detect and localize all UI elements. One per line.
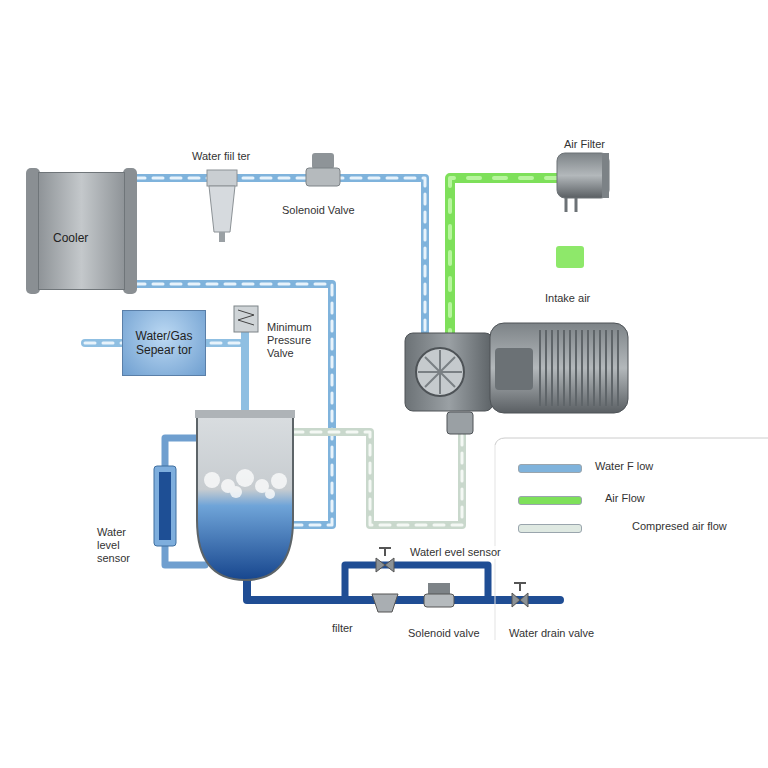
legend-text: Air Flow [605, 492, 645, 505]
part-label: filter [332, 622, 353, 635]
legend-swatch [518, 524, 582, 533]
component-box: Water/Gas Sepear tor [122, 310, 206, 376]
legend-swatch [518, 464, 582, 473]
part-label: Minimum Pressure Valve [267, 321, 327, 360]
component-label: Water/Gas Sepear tor [129, 329, 199, 357]
part-label: Intake air [545, 292, 590, 305]
component-box: Cooler [38, 172, 125, 290]
part-label: Air Filter [564, 138, 605, 151]
legend-text: Compresed air flow [632, 520, 727, 533]
part-label: Water fiil ter [192, 150, 250, 163]
part-label: Solenoid Valve [282, 204, 355, 217]
legend-swatch [518, 496, 582, 505]
legend-text: Water F low [595, 460, 653, 473]
part-label: Water level sensor [97, 526, 143, 565]
part-label: Waterl evel sensor [410, 546, 501, 559]
part-label: Solenoid valve [408, 627, 480, 640]
part-label: Water drain valve [509, 627, 594, 640]
component-label: Cooler [53, 231, 118, 245]
